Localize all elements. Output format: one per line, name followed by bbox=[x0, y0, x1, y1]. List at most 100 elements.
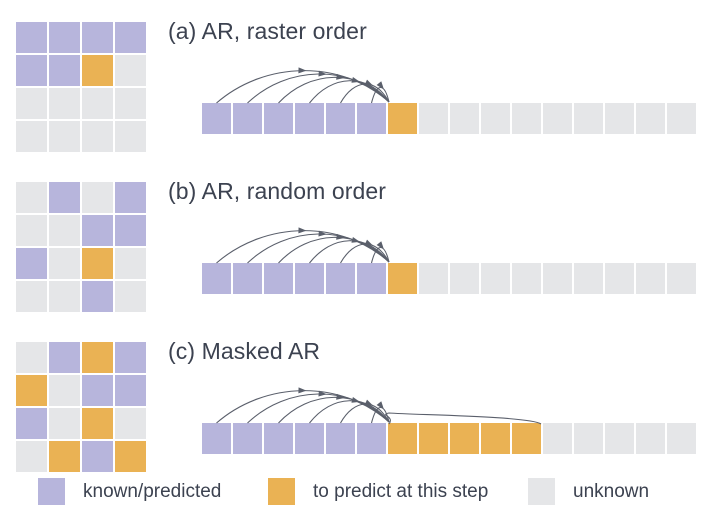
attention-arc bbox=[247, 73, 390, 104]
sequence-token-predict bbox=[388, 103, 417, 134]
grid-cell-known bbox=[82, 22, 113, 53]
attention-arc bbox=[216, 230, 390, 264]
attention-arc bbox=[370, 86, 390, 104]
image-token-grid-b bbox=[16, 182, 148, 314]
grid-cell-predict bbox=[82, 248, 113, 279]
grid-cell-unknown bbox=[16, 182, 47, 213]
attention-arc bbox=[247, 233, 390, 264]
sequence-token-unknown bbox=[574, 103, 603, 134]
grid-cell-unknown bbox=[16, 215, 47, 246]
arrow-head bbox=[298, 387, 307, 394]
token-sequence-c bbox=[202, 423, 696, 454]
attention-arc bbox=[309, 240, 390, 264]
attention-arc bbox=[247, 393, 390, 424]
sequence-token-known bbox=[233, 263, 262, 294]
attention-arc bbox=[278, 396, 390, 424]
sequence-token-unknown bbox=[667, 263, 696, 294]
legend-swatch-predict bbox=[268, 478, 295, 505]
grid-cell-unknown bbox=[115, 55, 146, 86]
arrow-head bbox=[351, 236, 360, 243]
attention-arc bbox=[278, 236, 390, 264]
legend-label-unknown: unknown bbox=[573, 480, 650, 502]
sequence-token-predict bbox=[388, 423, 417, 454]
arrow-head bbox=[376, 241, 384, 250]
sequence-token-known bbox=[202, 103, 231, 134]
sequence-token-predict bbox=[450, 423, 479, 454]
sequence-token-known bbox=[357, 423, 386, 454]
grid-cell-predict bbox=[82, 55, 113, 86]
legend-swatch-known bbox=[38, 478, 65, 505]
sequence-token-unknown bbox=[481, 103, 510, 134]
arrow-head bbox=[364, 79, 374, 86]
sequence-token-known bbox=[264, 103, 293, 134]
sequence-token-known bbox=[202, 263, 231, 294]
grid-cell-known bbox=[115, 182, 146, 213]
panel-ar-random-order: (b) AR, random order bbox=[0, 160, 720, 320]
grid-cell-predict bbox=[82, 408, 113, 439]
grid-cell-known bbox=[16, 248, 47, 279]
sequence-token-known bbox=[202, 423, 231, 454]
sequence-token-unknown bbox=[574, 263, 603, 294]
legend-item-predict: to predict at this step bbox=[268, 472, 488, 511]
sequence-token-known bbox=[233, 103, 262, 134]
arrow-head bbox=[364, 399, 374, 406]
grid-cell-known bbox=[16, 22, 47, 53]
grid-cell-unknown bbox=[49, 375, 80, 406]
sequence-token-unknown bbox=[543, 423, 572, 454]
sequence-token-known bbox=[264, 263, 293, 294]
grid-cell-known bbox=[16, 408, 47, 439]
grid-cell-unknown bbox=[49, 248, 80, 279]
sequence-token-unknown bbox=[450, 103, 479, 134]
attention-arc bbox=[340, 403, 390, 424]
arrow-head bbox=[376, 401, 384, 410]
grid-cell-known bbox=[115, 22, 146, 53]
sequence-token-known bbox=[295, 423, 324, 454]
sequence-token-predict bbox=[512, 423, 541, 454]
arrow-head bbox=[298, 227, 307, 234]
sequence-token-unknown bbox=[605, 103, 634, 134]
grid-cell-predict bbox=[49, 441, 80, 472]
grid-cell-predict bbox=[115, 441, 146, 472]
attention-arc bbox=[340, 83, 390, 104]
arrow-head bbox=[351, 396, 360, 403]
arrow-head bbox=[376, 81, 384, 90]
grid-cell-unknown bbox=[115, 248, 146, 279]
attention-arc bbox=[309, 400, 390, 424]
arrow-head bbox=[336, 73, 345, 80]
panel-caption-b: (b) AR, random order bbox=[168, 178, 387, 204]
image-token-grid-a bbox=[16, 22, 148, 154]
grid-cell-known bbox=[115, 375, 146, 406]
sequence-token-predict bbox=[481, 423, 510, 454]
attention-arc bbox=[216, 70, 390, 104]
grid-cell-known bbox=[49, 342, 80, 373]
arrow-head bbox=[318, 390, 327, 397]
arrow-head bbox=[298, 67, 307, 74]
grid-cell-known bbox=[16, 55, 47, 86]
grid-cell-unknown bbox=[115, 88, 146, 119]
grid-cell-predict bbox=[82, 342, 113, 373]
sequence-token-unknown bbox=[605, 263, 634, 294]
sequence-token-known bbox=[357, 103, 386, 134]
grid-cell-unknown bbox=[49, 121, 80, 152]
grid-cell-unknown bbox=[49, 408, 80, 439]
sequence-token-known bbox=[326, 423, 355, 454]
grid-cell-unknown bbox=[115, 281, 146, 312]
sequence-token-predict bbox=[419, 423, 448, 454]
dependency-arrows-a bbox=[216, 67, 390, 104]
legend-swatch-unknown bbox=[528, 478, 555, 505]
token-sequence-a bbox=[202, 103, 696, 134]
legend-item-known: known/predicted bbox=[38, 472, 221, 511]
sequence-token-unknown bbox=[636, 263, 665, 294]
arrow-head bbox=[318, 230, 327, 237]
grid-cell-unknown bbox=[82, 88, 113, 119]
grid-cell-known bbox=[49, 22, 80, 53]
grid-cell-unknown bbox=[49, 88, 80, 119]
sequence-token-known bbox=[326, 263, 355, 294]
sequence-token-predict bbox=[388, 263, 417, 294]
token-sequence-b bbox=[202, 263, 696, 294]
grid-cell-known bbox=[49, 55, 80, 86]
grid-cell-predict bbox=[16, 375, 47, 406]
grid-cell-known bbox=[82, 281, 113, 312]
panel-masked-ar: (c) Masked AR bbox=[0, 320, 720, 480]
grid-cell-unknown bbox=[115, 121, 146, 152]
